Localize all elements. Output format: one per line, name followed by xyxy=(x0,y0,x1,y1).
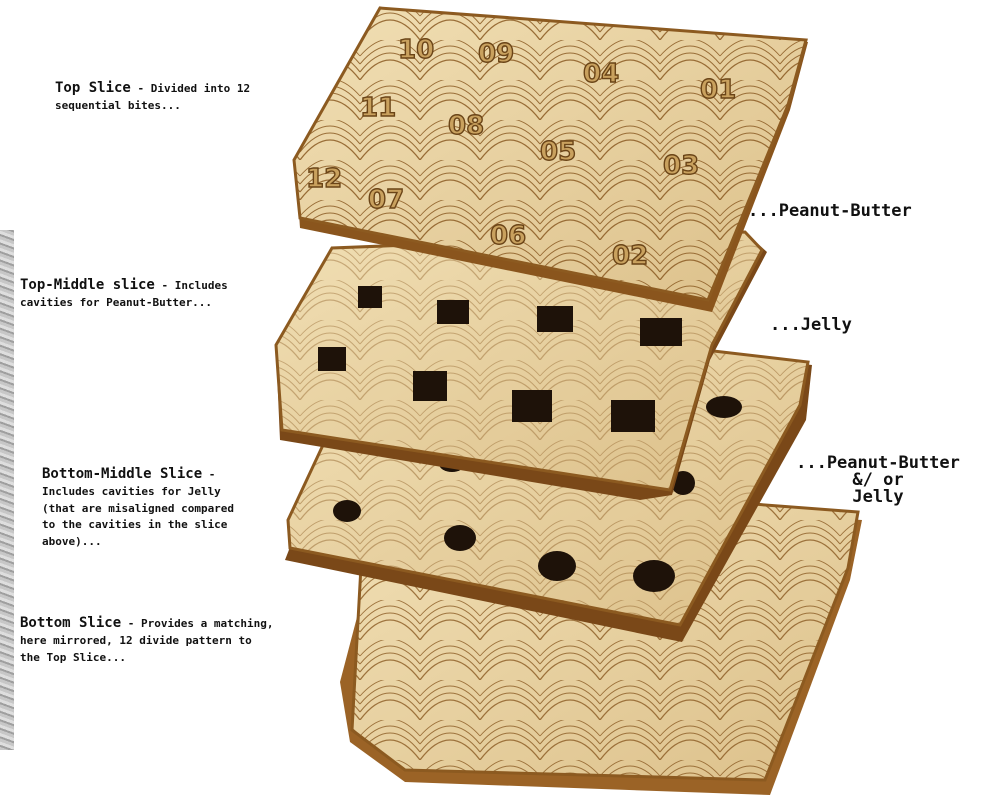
label-bottom-middle-title: Bottom-Middle Slice xyxy=(42,466,202,482)
bite-number: 07 xyxy=(368,185,404,215)
bite-number: 10 xyxy=(398,35,434,65)
bite-number: 11 xyxy=(360,93,396,123)
bite-number: 12 xyxy=(306,164,342,194)
label-top-slice: Top Slice - Divided into 12 sequential b… xyxy=(55,79,325,113)
bite-number: 05 xyxy=(540,137,576,167)
bite-number: 02 xyxy=(612,241,648,271)
bite-number: 08 xyxy=(448,111,484,141)
label-top-middle-slice: Top-Middle slice - Includes cavities for… xyxy=(20,276,310,310)
label-bottom-title: Bottom Slice xyxy=(20,615,121,631)
bite-number: 04 xyxy=(583,59,619,89)
bite-number: 09 xyxy=(478,39,514,69)
label-top-slice-title: Top Slice xyxy=(55,80,131,96)
label-top-middle-title: Top-Middle slice xyxy=(20,277,155,293)
filling-label-either: ...Peanut-Butter &/ or Jelly xyxy=(773,455,983,506)
label-bottom-slice: Bottom Slice - Provides a matching, here… xyxy=(20,614,340,664)
bite-number: 01 xyxy=(700,75,736,105)
label-bottom-middle-slice: Bottom-Middle Slice - Includes cavities … xyxy=(42,465,302,549)
bite-number: 03 xyxy=(663,151,699,181)
bite-number: 06 xyxy=(490,221,526,251)
filling-label-either-line3: Jelly xyxy=(773,489,983,506)
filling-label-peanut-butter: ...Peanut-Butter xyxy=(748,203,912,220)
filling-label-jelly: ...Jelly xyxy=(770,317,852,334)
